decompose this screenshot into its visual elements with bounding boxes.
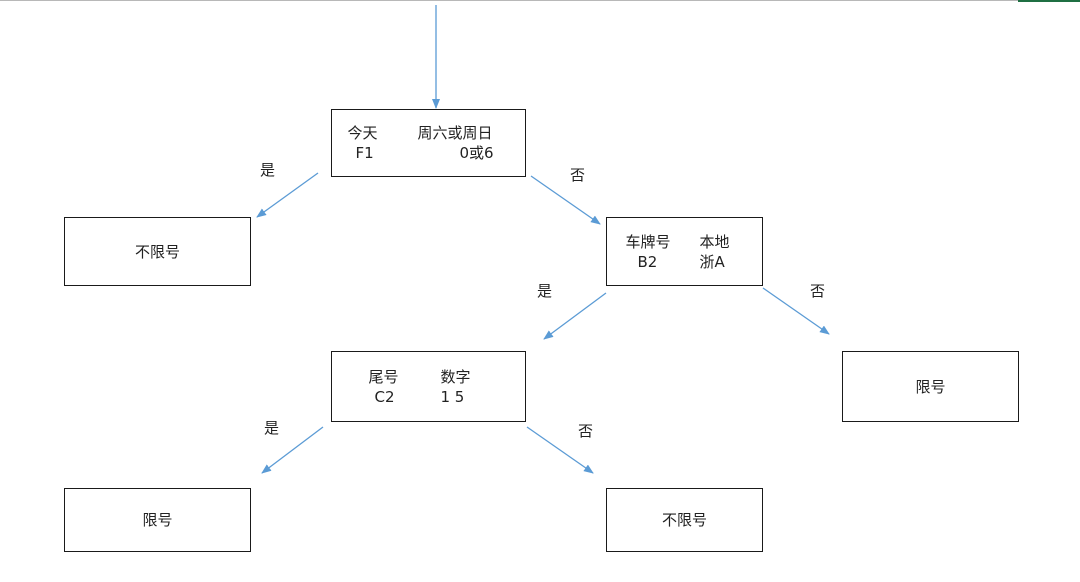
leaf-node-unrestricted: 不限号 <box>64 217 251 286</box>
node-row-1: 尾号 数字 <box>369 367 489 387</box>
edge-label-no: 否 <box>810 282 826 300</box>
decision-node-weekend: 今天 周六或周日 F1 0或6 <box>331 109 526 177</box>
tail-yes-arrow <box>261 426 324 474</box>
edge-label-yes: 是 <box>260 161 276 179</box>
node-text: 1 5 <box>440 387 465 406</box>
node-text: 今天 <box>347 124 378 142</box>
leaf-node-restricted: 限号 <box>842 351 1019 422</box>
node-row-1: 车牌号 本地 <box>626 232 744 252</box>
node-text: F1 <box>355 144 374 162</box>
tail-no-arrow <box>526 426 594 474</box>
node-text: B2 <box>637 252 658 271</box>
node-text: 限号 <box>142 511 173 529</box>
node-row-2: C2 1 5 <box>369 387 489 407</box>
decision-node-tail: 尾号 数字 C2 1 5 <box>331 351 526 422</box>
node-text: 不限号 <box>661 511 707 529</box>
root-no-arrow <box>530 175 601 225</box>
node-text: 0或6 <box>459 144 494 162</box>
node-row-2: F1 0或6 <box>348 143 510 163</box>
plate-yes-arrow <box>543 292 607 340</box>
node-text: 尾号 <box>368 367 399 386</box>
plate-no-arrow <box>762 287 830 335</box>
root-yes-arrow <box>256 172 319 218</box>
leaf-node-unrestricted: 不限号 <box>606 488 763 552</box>
edge-label-no: 否 <box>578 422 594 440</box>
node-row-2: B2 浙A <box>626 252 744 272</box>
leaf-node-restricted: 限号 <box>64 488 251 552</box>
node-row-1: 今天 周六或周日 <box>348 123 510 143</box>
node-text: 不限号 <box>134 242 180 261</box>
node-text: 限号 <box>915 377 946 396</box>
top-border-line <box>0 0 1080 1</box>
node-text: C2 <box>374 387 395 406</box>
edge-label-yes: 是 <box>537 282 553 300</box>
edge-label-no: 否 <box>570 166 586 184</box>
node-text: 数字 <box>440 367 471 386</box>
node-text: 本地 <box>699 232 730 251</box>
top-accent-bar <box>1018 0 1080 2</box>
node-text: 浙A <box>699 252 725 271</box>
node-text: 车牌号 <box>625 232 671 251</box>
decision-node-plate: 车牌号 本地 B2 浙A <box>606 217 763 286</box>
edge-label-yes: 是 <box>264 419 280 437</box>
node-text: 周六或周日 <box>417 124 493 142</box>
